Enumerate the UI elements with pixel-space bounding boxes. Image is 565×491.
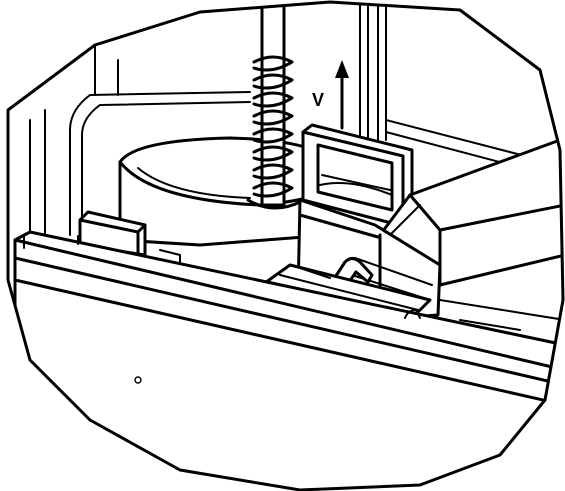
left-block: [78, 210, 181, 266]
velocity-label: V: [312, 90, 324, 110]
guide-rods: [359, 2, 387, 141]
lead-screw: [246, 2, 302, 210]
detail-circle-outline: [6, 0, 565, 491]
motion-arrow: [335, 60, 349, 130]
lower-panel: [134, 299, 563, 384]
carriage-frame: [301, 123, 414, 228]
screw-threads: [252, 55, 294, 198]
lens-content: V: [13, 2, 563, 422]
front-rail: [13, 230, 563, 422]
screw-hole: [134, 376, 142, 384]
